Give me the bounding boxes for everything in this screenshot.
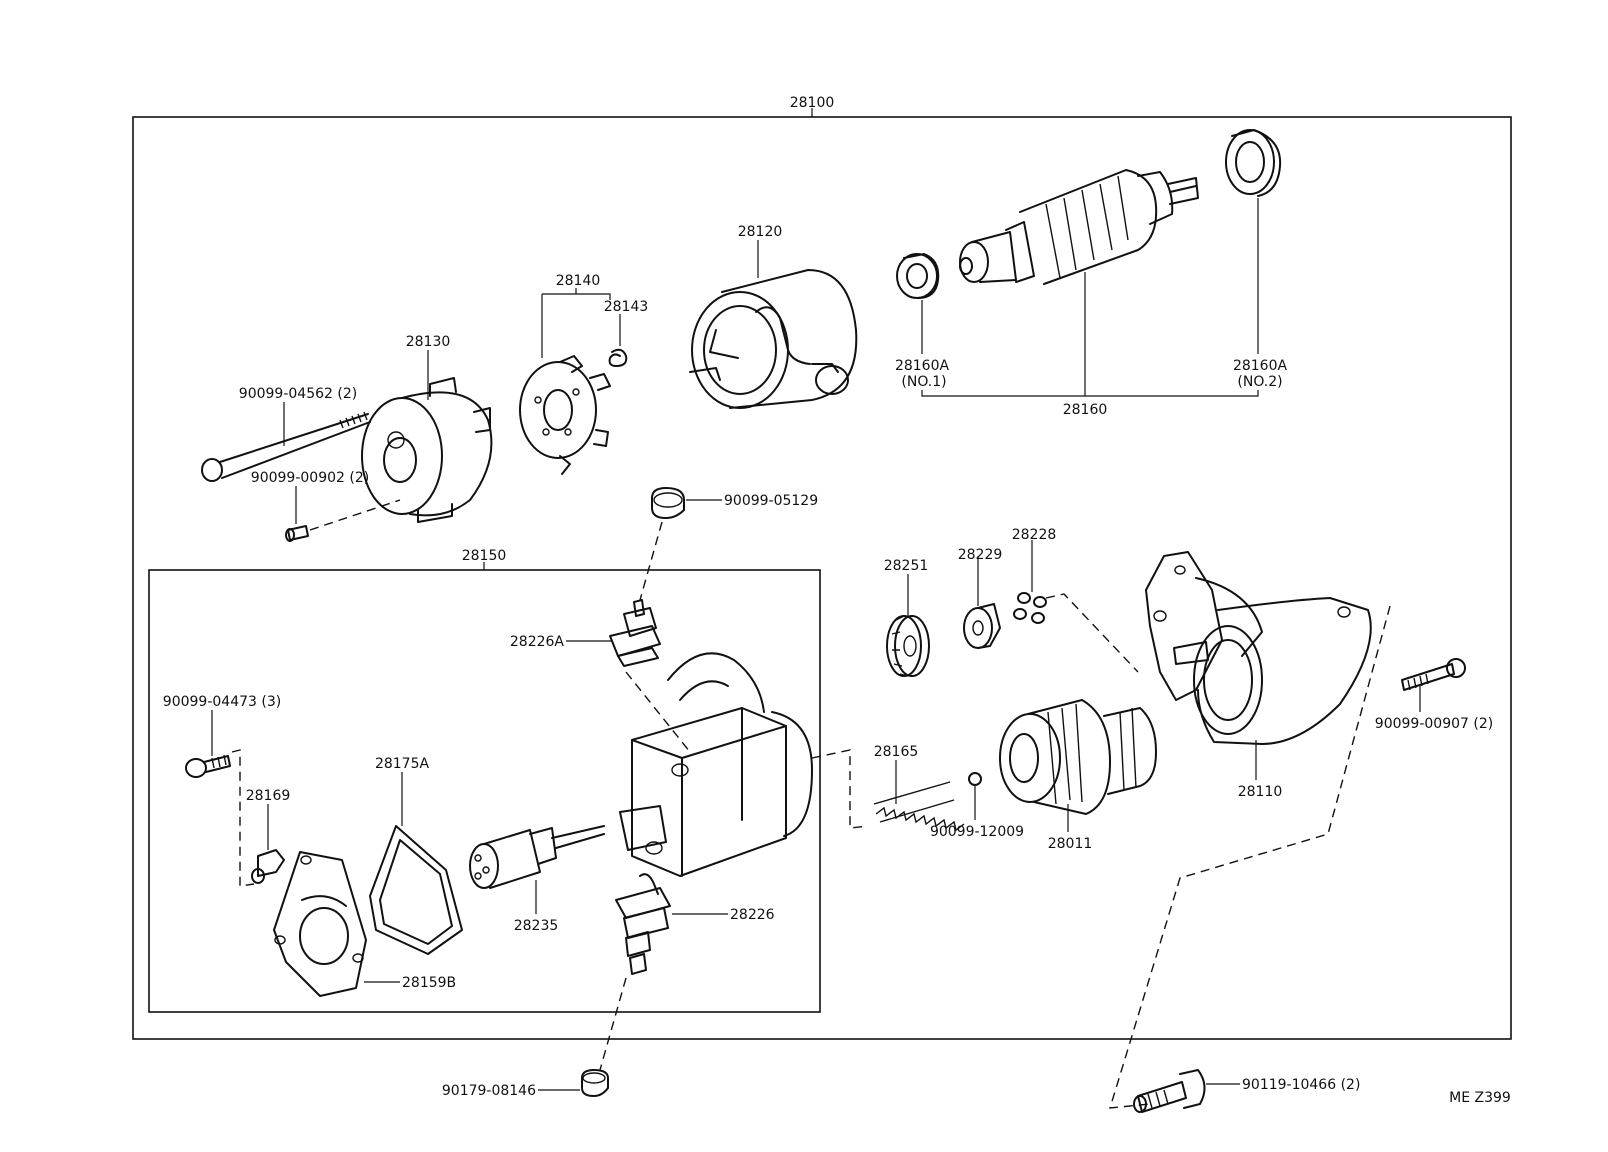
callout-28159B: 28159B (402, 975, 456, 991)
idler-gear (886, 615, 930, 677)
callout-28175A: 28175A (375, 756, 430, 772)
callout-90099-04473: 90099-04473 (3) (163, 694, 281, 710)
callout-28160A-no1: 28160A (895, 358, 950, 374)
field-yoke (689, 269, 858, 409)
solenoid-cover (273, 851, 367, 997)
callout-90099-00907: 90099-00907 (2) (1375, 716, 1493, 732)
through-bolt (201, 411, 371, 482)
bearing-no1 (896, 253, 940, 299)
callout-90099-05129: 90099-05129 (724, 493, 818, 509)
rollers (1013, 592, 1047, 624)
callout-28251: 28251 (884, 558, 929, 574)
callout-28130: 28130 (406, 334, 451, 350)
drive-housing (1145, 551, 1372, 745)
callout-28150: 28150 (462, 548, 507, 564)
brush-holder (519, 355, 611, 475)
solenoid-body (619, 652, 813, 877)
callout-90099-00902: 90099-00902 (2) (251, 470, 369, 486)
retainer (963, 603, 1001, 649)
callout-90099-12009: 90099-12009 (930, 824, 1024, 840)
plunger (469, 825, 605, 889)
terminal-nut (581, 1069, 609, 1097)
callout-28229: 28229 (958, 547, 1003, 563)
assembly-frame (132, 116, 1512, 1040)
plate (251, 849, 285, 884)
end-frame (361, 377, 493, 523)
callout-28228: 28228 (1012, 527, 1057, 543)
callout-28160: 28160 (1063, 402, 1108, 418)
bearing-no2 (1225, 129, 1282, 197)
callout-90179-08146: 90179-08146 (442, 1083, 536, 1099)
callout-28100: 28100 (790, 95, 835, 111)
clutch (999, 699, 1157, 815)
terminal-boot (651, 487, 685, 519)
callout-28235: 28235 (514, 918, 559, 934)
callout-28120: 28120 (738, 224, 783, 240)
drawing-code: ME Z399 (1449, 1090, 1511, 1106)
gasket (369, 825, 463, 955)
housing-bolt-small (1401, 658, 1466, 691)
callout-90099-04562: 90099-04562 (2) (239, 386, 357, 402)
solenoid-screw (185, 754, 231, 778)
callout-28160A-no2-note: (NO.2) (1237, 374, 1282, 390)
callout-28011: 28011 (1048, 836, 1093, 852)
steel-ball (968, 772, 982, 786)
spring (873, 781, 965, 832)
callout-28110: 28110 (1238, 784, 1283, 800)
housing-bolt (1133, 1069, 1206, 1113)
callout-28226: 28226 (730, 907, 775, 923)
brush-spring (608, 348, 628, 367)
callout-28165: 28165 (874, 744, 919, 760)
terminal (615, 873, 671, 975)
callout-28226A: 28226A (510, 634, 565, 650)
callout-28143: 28143 (604, 299, 649, 315)
armature (959, 169, 1199, 285)
end-frame-screw (285, 525, 309, 542)
callout-28160A-no2: 28160A (1233, 358, 1288, 374)
callout-28160A-no1-note: (NO.1) (901, 374, 946, 390)
callout-28140: 28140 (556, 273, 601, 289)
callout-28169: 28169 (246, 788, 291, 804)
terminal-a (609, 599, 661, 667)
callout-90119-10466: 90119-10466 (2) (1242, 1077, 1360, 1093)
